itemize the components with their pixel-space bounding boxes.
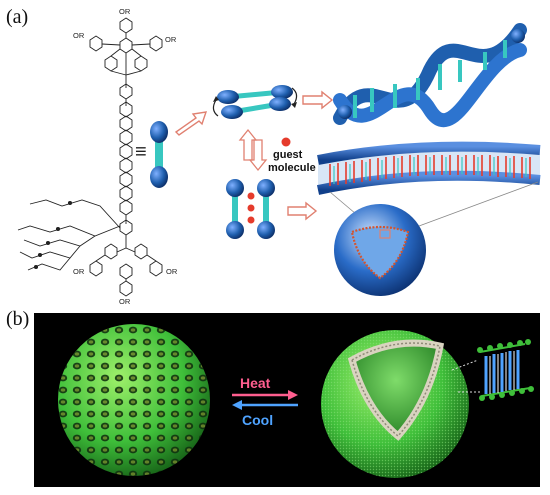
or-label-bottom-left: OR bbox=[73, 267, 85, 276]
twisted-dimer bbox=[212, 85, 298, 119]
guest-label-line2: molecule bbox=[268, 162, 316, 174]
cool-label: Cool bbox=[242, 412, 273, 428]
arrow-to-twisted-dimer bbox=[174, 111, 208, 136]
guest-label-line1: guest bbox=[273, 149, 303, 161]
porous-sphere bbox=[58, 324, 210, 476]
double-helix bbox=[333, 23, 527, 127]
guest-loaded-dimer bbox=[226, 179, 275, 239]
dumbbell-model bbox=[150, 121, 168, 188]
bottom-dendron bbox=[89, 219, 163, 297]
reversible-arrows bbox=[238, 128, 268, 172]
panel-b-label: (b) bbox=[6, 308, 30, 330]
or-label-bottom-right: OR bbox=[166, 267, 178, 276]
arrow-to-helix bbox=[302, 90, 334, 110]
panel-a-diagram: OR OR OR OR OR OR ≡ bbox=[17, 7, 541, 305]
vesicle-sphere bbox=[334, 204, 426, 296]
heat-label: Heat bbox=[240, 375, 271, 391]
substituent-labels: OR OR OR OR OR OR bbox=[73, 7, 178, 305]
or-label-top-right: OR bbox=[165, 35, 177, 44]
equivalence-sign: ≡ bbox=[135, 141, 147, 163]
chemical-structure bbox=[17, 17, 163, 297]
guest-dot bbox=[281, 137, 291, 147]
or-label-top: OR bbox=[119, 7, 131, 16]
arrow-to-vesicle bbox=[287, 201, 318, 221]
or-label-bottom: OR bbox=[119, 297, 131, 305]
or-label-top-left: OR bbox=[73, 31, 85, 40]
membrane-section bbox=[316, 141, 541, 195]
inset-aggregate bbox=[477, 339, 534, 401]
panel-a-label: (a) bbox=[6, 6, 29, 28]
heat-cool-switch: Heat Cool bbox=[232, 375, 298, 428]
top-dendron bbox=[89, 17, 163, 76]
ethylene-oxide-chains bbox=[17, 199, 121, 271]
guest-molecule: guest molecule bbox=[268, 137, 316, 174]
cutaway-vesicle bbox=[321, 330, 469, 478]
inset-callout bbox=[451, 359, 480, 393]
